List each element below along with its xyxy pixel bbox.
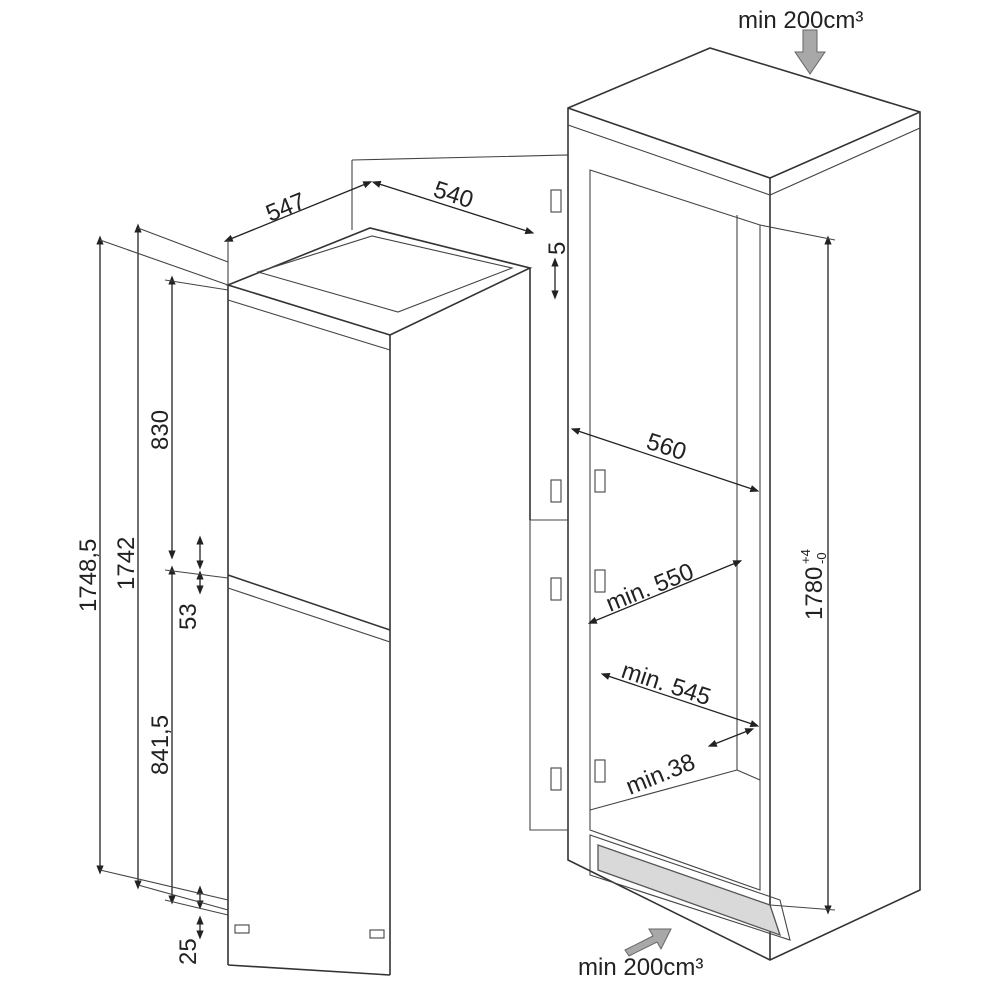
plinth-label: 25 — [175, 938, 202, 965]
min-gap-label: min.38 — [622, 749, 699, 801]
gap-top-label: 5 — [544, 242, 571, 255]
cabinet-niche — [351, 47, 921, 961]
vent-top-label: min 200cm³ — [738, 7, 863, 34]
vent-bottom-label: min 200cm³ — [578, 954, 703, 981]
min-depth-label: min. 550 — [602, 558, 697, 618]
niche-width-label: 560 — [643, 428, 689, 466]
vent-arrow-bottom — [624, 928, 672, 957]
width-label: 540 — [430, 176, 476, 214]
depth-label: 547 — [262, 188, 309, 228]
upper-door-label: 830 — [147, 410, 174, 450]
lower-door-label: 841,5 — [147, 715, 174, 775]
total-height-label: 1748,5 — [75, 539, 102, 612]
svg-text:-0: -0 — [814, 552, 829, 564]
fridge-appliance — [225, 227, 533, 976]
door-gap-label: 53 — [175, 603, 202, 630]
bottom-vent — [589, 834, 791, 941]
niche-height-label: 1780 +4 -0 — [798, 549, 829, 620]
svg-text:1780: 1780 — [801, 567, 828, 620]
min-width-label: min. 545 — [618, 657, 714, 711]
svg-text:+4: +4 — [798, 549, 813, 564]
vent-arrow-top — [794, 29, 826, 75]
body-height-label: 1742 — [113, 537, 140, 590]
dimension-lines — [96, 180, 836, 940]
